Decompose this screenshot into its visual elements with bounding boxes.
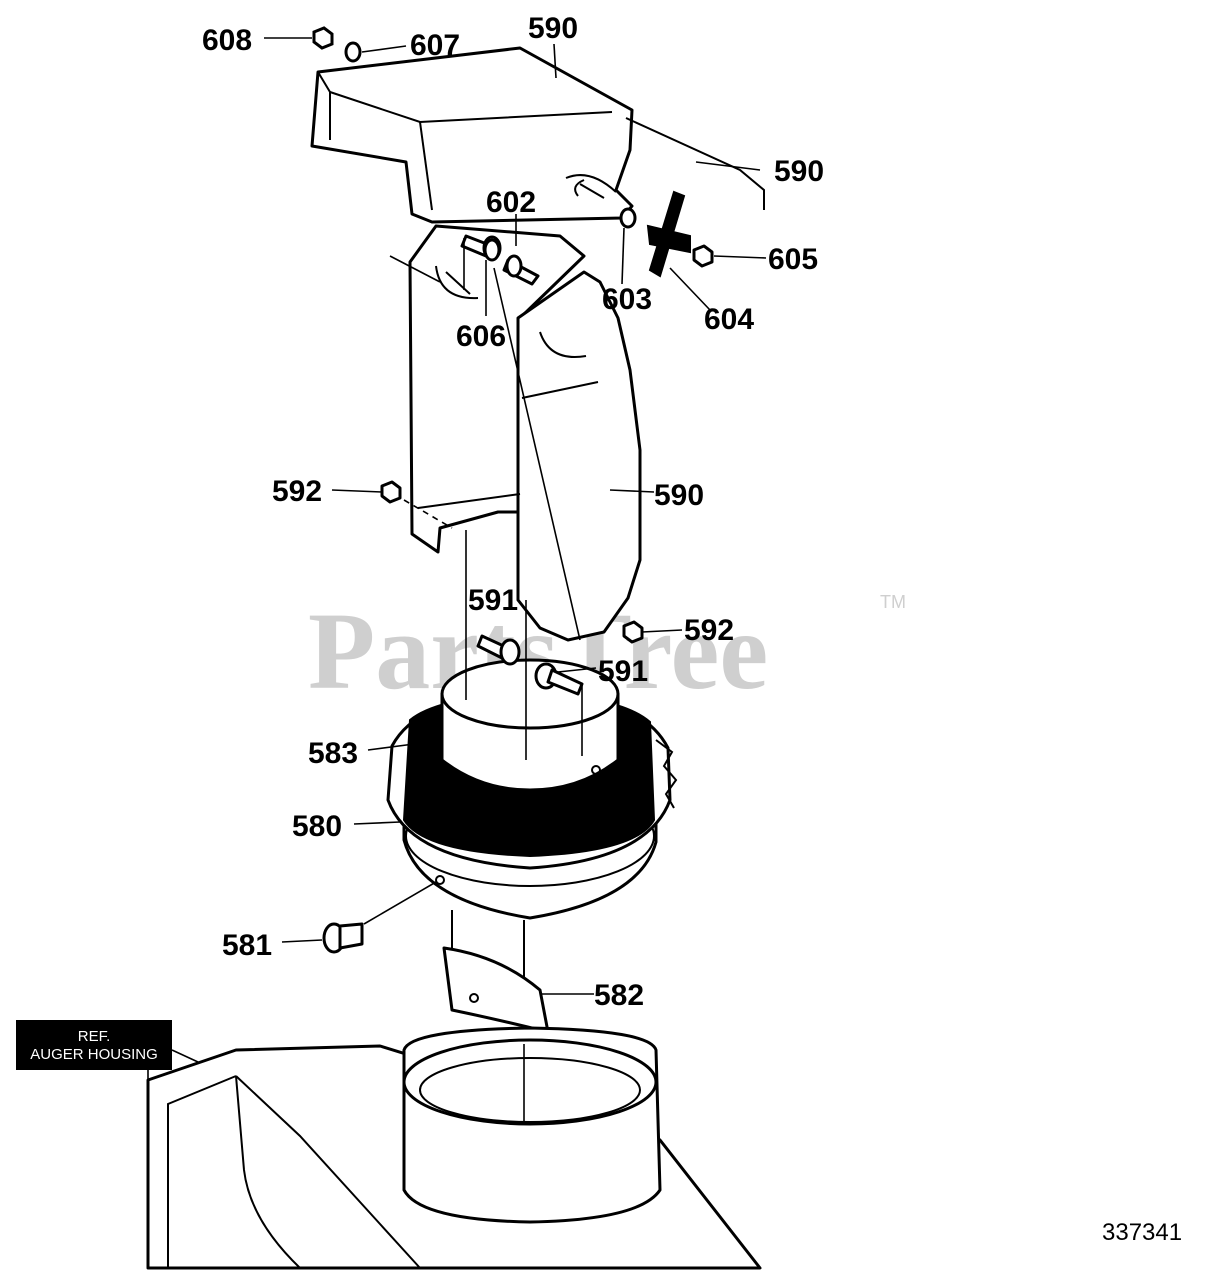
screw-581 [322,922,364,954]
callout-591-upper: 591 [468,584,518,617]
callout-608: 608 [202,24,252,57]
chute-ring-assembly [386,658,678,920]
reference-label-line2: AUGER HOUSING [30,1046,158,1063]
washer-607 [344,41,362,63]
upper-deflector [310,46,634,224]
bolt-591-b [534,662,584,696]
deflector-rod [625,117,765,210]
callout-592-left: 592 [272,475,322,508]
leader-lines [264,37,767,1122]
callout-604: 604 [704,303,754,336]
callout-605: 605 [768,243,818,276]
hex-nut-592-right [622,620,644,644]
pin-606 [483,238,501,262]
chute-retainer-plate [442,946,550,1034]
watermark-trademark: TM [880,592,906,612]
callout-592-right: 592 [684,614,734,647]
callout-607: 607 [410,29,460,62]
callout-603: 603 [602,283,652,316]
reference-label-box [16,1020,172,1070]
callout-582: 582 [594,979,644,1012]
callout-590-rod: 590 [774,155,824,188]
callout-580: 580 [292,810,342,843]
callout-583: 583 [308,737,358,770]
washer-603 [619,207,637,229]
hex-nut-592-left [380,480,402,504]
discharge-chute [408,224,642,642]
callout-606: 606 [456,320,506,353]
reference-leader [147,1049,199,1090]
hex-nut-605 [692,244,714,268]
auger-housing-reference [146,1026,762,1270]
bolt-591-a [476,634,521,666]
callout-590-deflector: 590 [528,12,578,45]
callout-581: 581 [222,929,272,962]
diagram-number: 337341 [1102,1219,1182,1246]
callout-591-lower: 591 [598,655,648,688]
adjustment-knob-604 [646,190,691,278]
reference-label-line1: REF. [78,1028,111,1045]
callout-590-chute: 590 [654,479,704,512]
hex-nut-608 [312,26,334,50]
callout-602: 602 [486,186,536,219]
